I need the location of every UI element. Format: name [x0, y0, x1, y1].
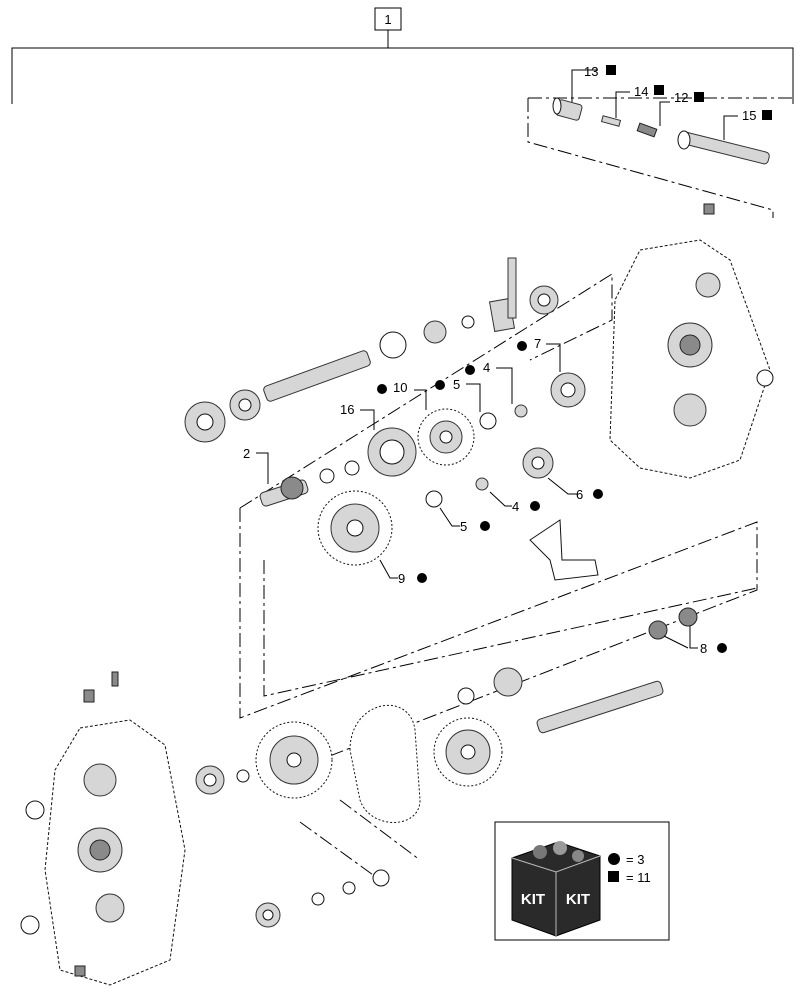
callout-1: 1 [384, 12, 391, 27]
callout-8: 8 [700, 641, 707, 656]
part-6-bearing [522, 447, 554, 479]
part-2-shaft [259, 460, 360, 507]
square-marker [694, 92, 704, 102]
circle-marker [480, 521, 490, 531]
bottom-bearings [255, 869, 390, 928]
part-8-bearings [648, 607, 698, 640]
part-9-gear [317, 490, 393, 566]
callout-13: 13 [584, 64, 598, 79]
part-14-pin [600, 115, 622, 127]
upper-shaft [184, 257, 559, 443]
part-15-shaft [677, 130, 770, 165]
callout-5b: 5 [460, 519, 467, 534]
circle-marker [417, 573, 427, 583]
kit-legend: KIT KIT = 3 = 11 [494, 821, 670, 941]
shift-fork [529, 519, 599, 581]
legend-circle-eq: = 3 [626, 852, 644, 867]
callout-4: 4 [483, 360, 490, 375]
circle-marker [465, 365, 475, 375]
circle-marker [593, 489, 603, 499]
small-rings-left [195, 765, 250, 795]
circle-marker [377, 384, 387, 394]
right-housing [609, 203, 774, 479]
part-7-bearing [550, 372, 586, 408]
callout-10: 10 [393, 380, 407, 395]
part-5-washer-upper [479, 412, 497, 430]
part-5-washer-lower [425, 490, 443, 508]
left-housing [20, 671, 186, 986]
circle-marker [608, 853, 620, 865]
square-marker [654, 85, 664, 95]
circle-marker [435, 380, 445, 390]
callout-2: 2 [243, 446, 250, 461]
callout-6: 6 [576, 487, 583, 502]
callout-16: 16 [340, 402, 354, 417]
part-13-sleeve [552, 97, 583, 121]
drive-chain [349, 704, 421, 823]
part-10-gear [417, 408, 475, 466]
kit-label-right: KIT [566, 891, 590, 908]
part-16-hub [367, 427, 417, 477]
legend-square-eq: = 11 [626, 870, 651, 885]
callout-7: 7 [534, 336, 541, 351]
lower-gear-right [433, 717, 503, 787]
lower-gear-left [255, 721, 333, 799]
part-12-spring [636, 122, 658, 138]
square-marker [608, 871, 619, 882]
callouts: 13 14 12 15 7 10 5 4 16 2 6 4 [243, 64, 772, 656]
circle-marker [517, 341, 527, 351]
callout-14: 14 [634, 84, 648, 99]
callout-9: 9 [398, 571, 405, 586]
square-marker [606, 65, 616, 75]
kit-box-icon: KIT KIT [511, 841, 601, 937]
lower-shaft [457, 667, 664, 734]
callout-12: 12 [674, 90, 688, 105]
circle-marker [530, 501, 540, 511]
circle-marker [717, 643, 727, 653]
callout-5: 5 [453, 377, 460, 392]
callout-4b: 4 [512, 499, 519, 514]
assembly-bracket: 1 [11, 7, 794, 104]
part-4-ring-upper [514, 404, 528, 418]
part-4-ring-lower [475, 477, 489, 491]
kit-label-left: KIT [521, 891, 545, 908]
callout-15: 15 [742, 108, 756, 123]
square-marker [762, 110, 772, 120]
